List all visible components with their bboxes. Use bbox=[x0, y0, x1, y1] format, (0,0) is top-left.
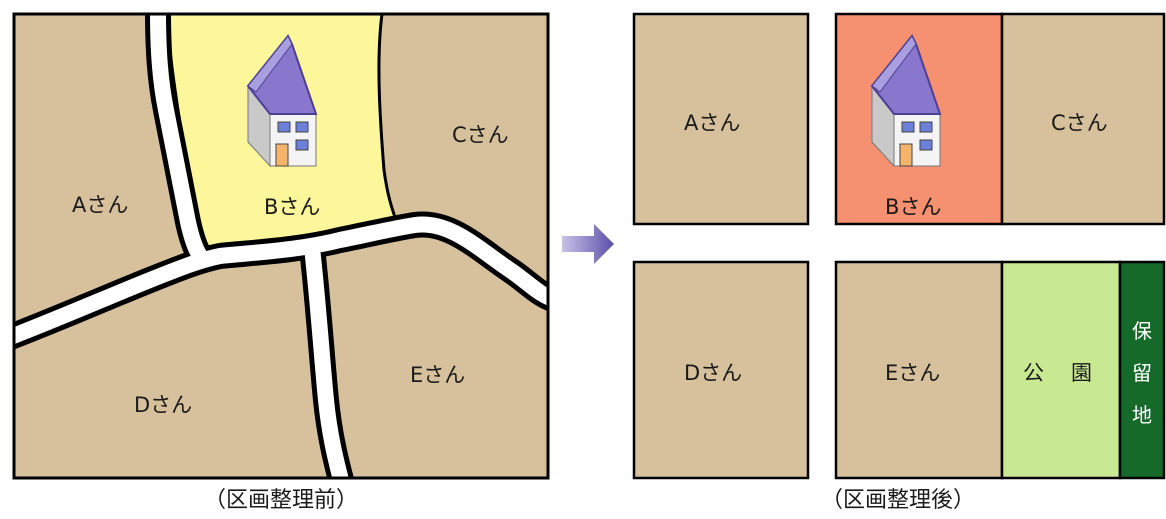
after-reserve-char-2: 留 bbox=[1132, 361, 1152, 385]
after-park-char-1: 公 bbox=[1023, 361, 1044, 385]
before-frame bbox=[12, 12, 550, 480]
before-label-e: Eさん bbox=[410, 363, 465, 387]
after-lot-c bbox=[1000, 12, 1166, 226]
after-lot-a bbox=[632, 12, 810, 226]
after-lot-d bbox=[632, 260, 810, 480]
after-caption: （区画整理後） bbox=[821, 488, 975, 513]
after-house-icon bbox=[870, 34, 942, 168]
after-label-e: Eさん bbox=[885, 361, 940, 385]
after-park bbox=[1000, 260, 1122, 480]
after-lot-e bbox=[834, 260, 1004, 480]
after-reserve-char-1: 保 bbox=[1132, 319, 1152, 343]
before-caption: （区画整理前） bbox=[204, 488, 358, 513]
before-label-c: Cさん bbox=[452, 123, 509, 147]
after-reserve-land bbox=[1118, 260, 1166, 480]
before-roads bbox=[14, 14, 548, 478]
before-label-a: Aさん bbox=[72, 193, 128, 217]
arrow-icon bbox=[562, 224, 614, 264]
after-label-c: Cさん bbox=[1051, 111, 1108, 135]
after-panel: Aさん Bさん Cさん Dさん Eさん 公 園 保 留 地 bbox=[632, 12, 1166, 480]
after-reserve-char-3: 地 bbox=[1132, 403, 1152, 427]
after-park-char-2: 園 bbox=[1071, 361, 1092, 385]
before-panel: Aさん Bさん Cさん Dさん Eさん bbox=[14, 14, 548, 478]
after-label-d: Dさん bbox=[684, 361, 742, 385]
after-label-a: Aさん bbox=[684, 111, 740, 135]
before-label-b: Bさん bbox=[264, 195, 320, 219]
after-label-b: Bさん bbox=[885, 195, 941, 219]
before-house-icon bbox=[246, 34, 318, 168]
before-label-d: Dさん bbox=[134, 393, 192, 417]
